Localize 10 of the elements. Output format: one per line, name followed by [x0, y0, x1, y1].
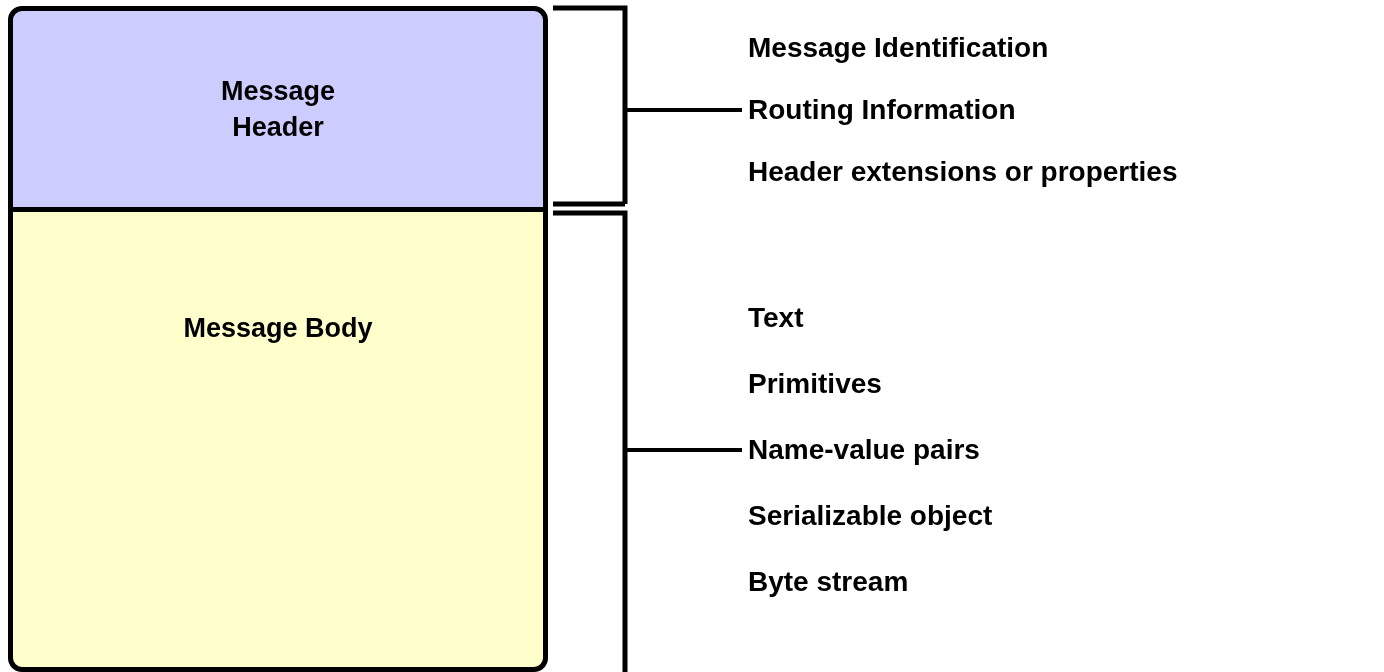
- list-item: Header extensions or properties: [748, 155, 1178, 189]
- list-item: Primitives: [748, 367, 882, 401]
- section-title: Message Body: [182, 312, 374, 345]
- list-item: Text: [748, 301, 804, 335]
- list-item: Name-value pairs: [748, 433, 980, 467]
- list-item: Serializable object: [748, 499, 993, 533]
- list-item: Routing Information: [748, 93, 1016, 127]
- section-title: Message Header: [219, 75, 337, 144]
- list-item: Byte stream: [748, 565, 909, 599]
- list-item: Message Identification: [748, 31, 1049, 65]
